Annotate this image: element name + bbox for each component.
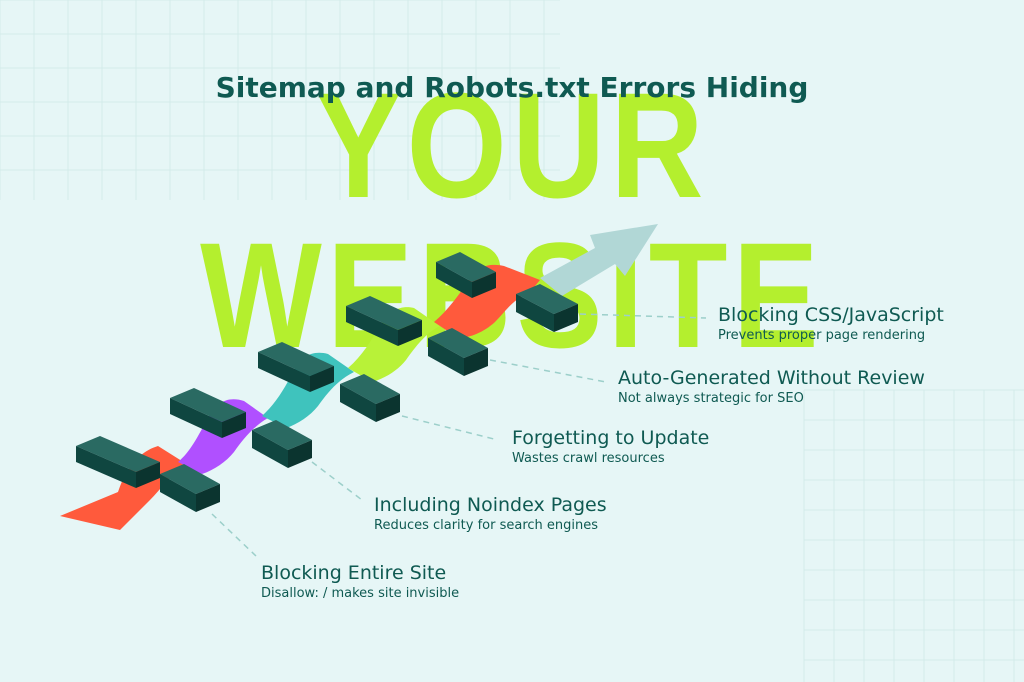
connector-line — [489, 359, 607, 383]
error-label-forgetting-update: Forgetting to Update Wastes crawl resour… — [512, 426, 709, 468]
error-title: Auto-Generated Without Review — [618, 367, 925, 389]
big-title: YOUR WEBSITE — [200, 61, 819, 370]
direction-arrow — [540, 224, 658, 296]
error-description: Disallow: / makes site invisible — [261, 586, 460, 601]
error-label-blocking-css-js: Blocking CSS/JavaScript Prevents proper … — [718, 303, 944, 345]
block — [346, 296, 422, 346]
block — [516, 284, 578, 332]
block — [170, 388, 246, 438]
sub-title: Sitemap and Robots.txt Errors Hiding — [215, 71, 809, 104]
connector-line — [311, 461, 363, 501]
error-description: Not always strategic for SEO — [618, 391, 804, 406]
block — [436, 252, 496, 298]
error-title: Blocking CSS/JavaScript — [718, 304, 944, 326]
error-label-noindex-pages: Including Noindex Pages Reduces clarity … — [374, 493, 607, 535]
error-description: Prevents proper page rendering — [718, 328, 926, 343]
error-title: Including Noindex Pages — [374, 494, 607, 516]
block — [428, 328, 488, 376]
block — [76, 436, 160, 488]
connector-line — [401, 415, 499, 441]
error-label-auto-generated: Auto-Generated Without Review Not always… — [618, 366, 925, 408]
title-block: YOUR WEBSITE Sitemap and Robots.txt Erro… — [0, 0, 1024, 370]
error-label-blocking-site: Blocking Entire Site Disallow: / makes s… — [261, 561, 459, 603]
connector-line — [579, 313, 707, 319]
error-description: Reduces clarity for search engines — [374, 518, 599, 533]
block — [340, 374, 400, 422]
error-title: Blocking Entire Site — [261, 562, 447, 584]
ribbon-segment — [434, 264, 540, 338]
connector-line — [211, 513, 257, 557]
error-description: Wastes crawl resources — [512, 451, 665, 466]
error-title: Forgetting to Update — [512, 427, 710, 449]
block — [252, 420, 312, 468]
block — [160, 464, 220, 512]
block — [258, 342, 334, 392]
